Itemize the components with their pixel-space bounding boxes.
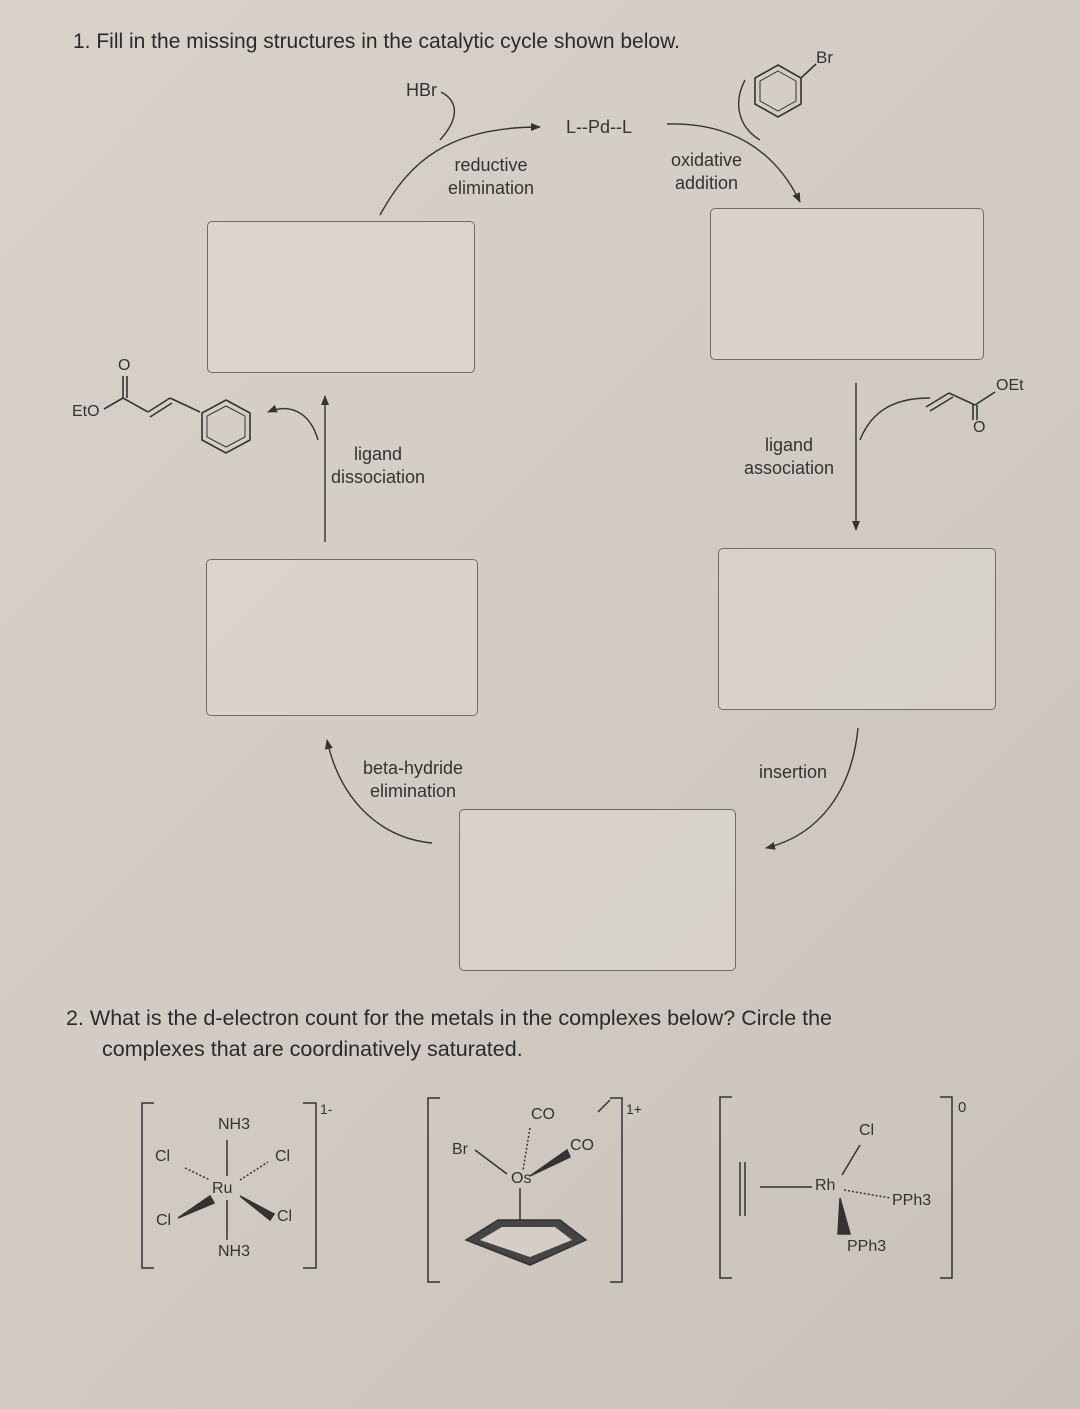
insertion-label: insertion: [759, 762, 828, 782]
rh-complex-charge: 0: [958, 1099, 967, 1116]
ru-cl-upper-right: Cl: [275, 1148, 291, 1165]
product-carbonyl-o-label: O: [118, 357, 131, 374]
rh-right-bracket: [940, 1096, 953, 1279]
answer-box-middle-left[interactable]: [206, 559, 478, 716]
rh-left-bracket: [719, 1096, 732, 1279]
answer-box-bottom[interactable]: [459, 809, 736, 971]
ru-complex-charge: 1-: [320, 1101, 333, 1117]
ru-left-bracket: [141, 1102, 154, 1269]
question-1-text: 1. Fill in the missing structures in the…: [73, 30, 680, 53]
acrylate-oet-label: OEt: [996, 377, 1024, 394]
os-complex-structure: [427, 1097, 623, 1283]
pd-catalyst-label: L--Pd--L: [566, 117, 633, 137]
rh-pph3-bottom-label: PPh3: [847, 1238, 887, 1255]
question-2-line-1: 2. What is the d-electron count for the …: [66, 1006, 833, 1030]
product-eto-label: EtO: [72, 403, 100, 420]
answer-box-top-right[interactable]: [710, 208, 984, 360]
ru-metal-label: Ru: [212, 1180, 233, 1197]
reductive-elimination-arrow: [379, 123, 541, 216]
hbr-label: HBr: [406, 80, 437, 100]
rh-complex-structure: [719, 1096, 953, 1279]
rh-metal-label: Rh: [815, 1177, 836, 1194]
hbr-release-curve: [439, 91, 456, 141]
oxidative-addition-arrow: [666, 123, 801, 203]
os-metal-label: Os: [511, 1170, 532, 1187]
ru-nh3-top-label: NH3: [218, 1116, 251, 1133]
answer-box-middle-right[interactable]: [718, 548, 996, 710]
beta-hydride-elimination-arrow: [325, 739, 433, 844]
ru-cl-lower-right: Cl: [277, 1208, 293, 1225]
bromobenzene-structure: [754, 63, 817, 118]
os-co-top-label: CO: [531, 1106, 555, 1123]
ru-right-bracket: [303, 1102, 317, 1269]
os-br-label: Br: [452, 1141, 468, 1158]
answer-box-top-left[interactable]: [207, 221, 475, 373]
product-release-curve: [267, 404, 319, 441]
acrylate-carbonyl-o-label: O: [973, 419, 986, 436]
ru-nh3-bottom-label: NH3: [218, 1243, 251, 1260]
ru-complex-structure: [141, 1102, 317, 1269]
aryl-halide-entry-curve: [737, 79, 761, 141]
bromobenzene-br-label: Br: [816, 48, 833, 67]
os-co-right-label: CO: [570, 1137, 594, 1154]
insertion-arrow: [765, 727, 859, 850]
os-complex-charge: 1+: [626, 1101, 642, 1117]
ethyl-cinnamate-structure: [103, 376, 251, 454]
alkene-entry-curve: [859, 397, 931, 441]
os-left-bracket: [427, 1097, 440, 1283]
rh-pph3-right-label: PPh3: [892, 1192, 932, 1209]
rh-cl-label: Cl: [859, 1122, 875, 1139]
question-2-line-2: complexes that are coordinatively satura…: [102, 1037, 523, 1061]
ethyl-acrylate-structure: [925, 391, 996, 420]
ru-cl-upper-left: Cl: [155, 1148, 171, 1165]
os-right-bracket: [610, 1097, 623, 1283]
ru-cl-lower-left: Cl: [156, 1212, 172, 1229]
